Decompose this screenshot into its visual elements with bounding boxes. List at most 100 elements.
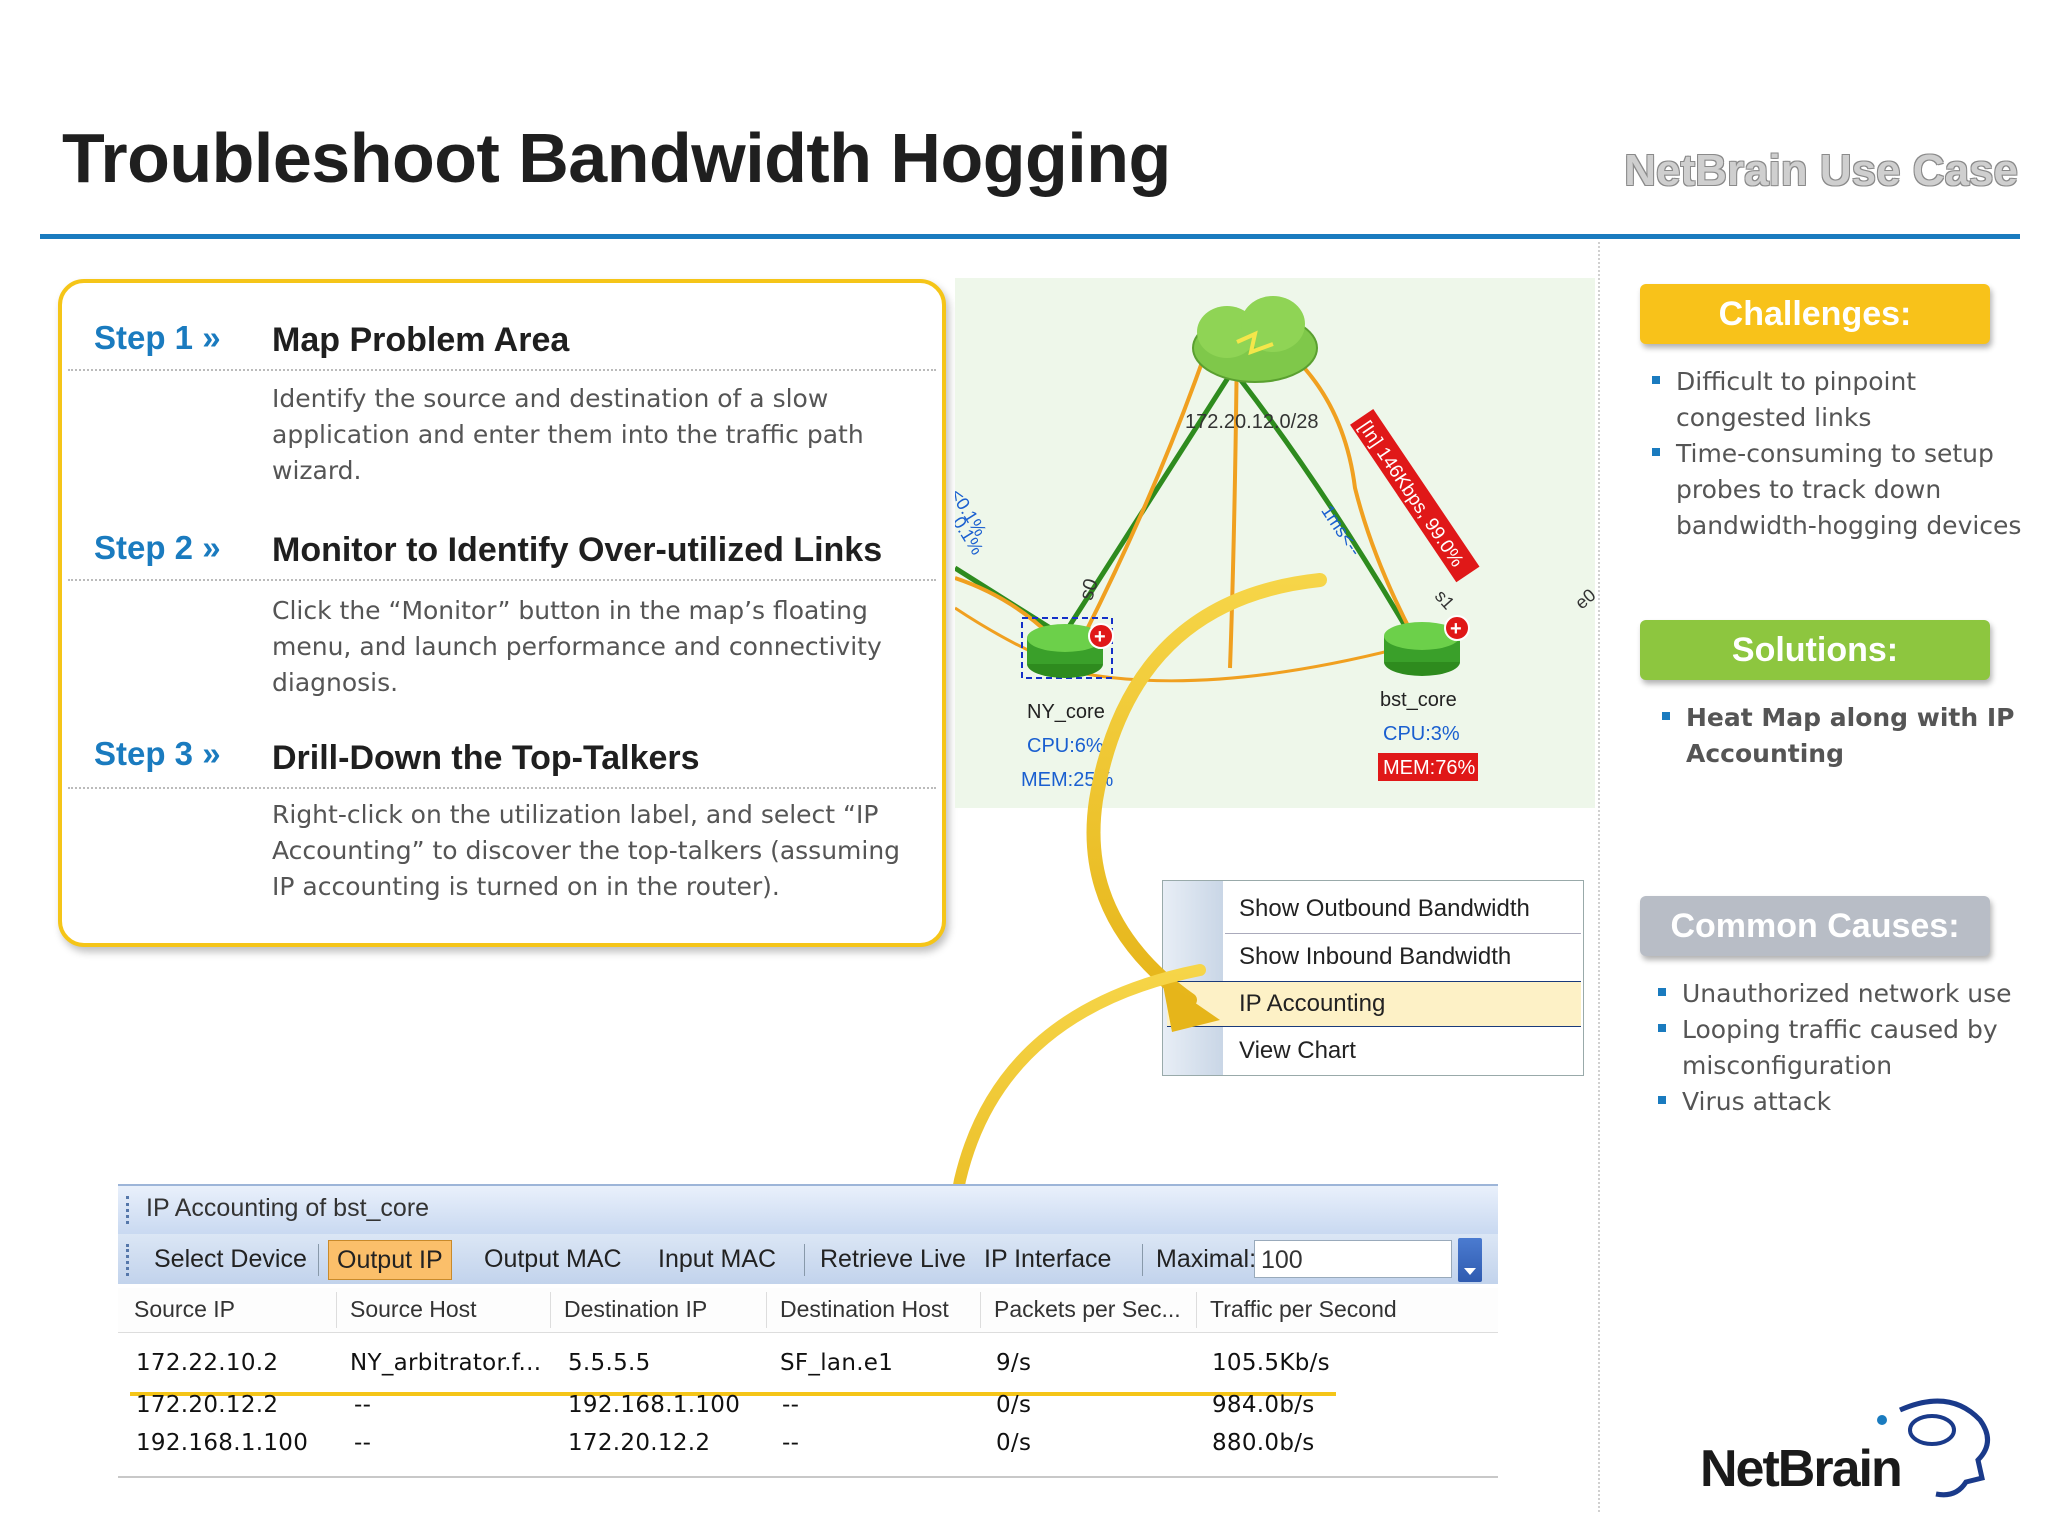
column-divider <box>980 1292 981 1328</box>
step-3-divider <box>68 787 936 789</box>
col-header-destination-host[interactable]: Destination Host <box>780 1296 949 1322</box>
table-row-3-destination-host[interactable]: -- <box>782 1430 800 1456</box>
solutions-header: Solutions: <box>1640 620 1990 680</box>
table-row-2-traffic[interactable]: 984.0b/s <box>1212 1392 1315 1418</box>
solution-1: Heat Map along with IP Accounting <box>1686 703 2015 768</box>
cause-3: Virus attack <box>1682 1087 1832 1116</box>
arrow-map-to-menu <box>1086 573 1327 1007</box>
table-row-3-destination-ip[interactable]: 172.20.12.2 <box>568 1430 711 1456</box>
table-row-2-packets[interactable]: 0/s <box>996 1392 1032 1418</box>
col-header-packets-per-sec[interactable]: Packets per Sec... <box>994 1296 1181 1322</box>
context-menu: Show Outbound Bandwidth Show Inbound Ban… <box>1162 880 1584 1076</box>
menu-item-show-inbound-bandwidth[interactable]: Show Inbound Bandwidth <box>1239 943 1512 970</box>
column-divider <box>336 1292 337 1328</box>
menu-item-highlight <box>1167 981 1581 1027</box>
bst-core-cpu: CPU:3% <box>1383 723 1460 745</box>
page-title: Troubleshoot Bandwidth Hogging <box>62 119 1171 197</box>
common-causes-header: Common Causes: <box>1640 896 1990 956</box>
col-header-traffic-per-second[interactable]: Traffic per Second <box>1210 1296 1397 1322</box>
table-row-1-source-ip[interactable]: 172.22.10.2 <box>136 1350 279 1376</box>
solutions-list: Heat Map along with IP Accounting <box>1660 700 2020 772</box>
table-header: Source IP Source Host Destination IP Des… <box>118 1288 1498 1333</box>
list-item: Difficult to pinpoint congested links <box>1650 364 2030 436</box>
header-divider <box>40 234 2020 239</box>
table-row-1-destination-ip[interactable]: 5.5.5.5 <box>568 1350 651 1376</box>
table-row-3-packets[interactable]: 0/s <box>996 1430 1032 1456</box>
row-highlight-underline <box>130 1392 1336 1396</box>
list-item: Looping traffic caused by misconfigurati… <box>1656 1012 2026 1084</box>
bst-core-router-icon[interactable]: + <box>1384 615 1470 676</box>
table-row-2-destination-host[interactable]: -- <box>782 1392 800 1418</box>
col-header-destination-ip[interactable]: Destination IP <box>564 1296 708 1322</box>
brain-head-icon <box>1898 1398 1990 1498</box>
network-map[interactable]: 172.20.12.0/28 <0.1% 0.1% s0 s1 e0 [In] … <box>955 278 1595 808</box>
menu-item-ip-accounting[interactable]: IP Accounting <box>1239 990 1386 1017</box>
bullet-icon <box>1652 376 1660 384</box>
table-row-1-source-host[interactable]: NY_arbitrator.f... <box>350 1350 542 1376</box>
table-row-1-packets[interactable]: 9/s <box>996 1350 1032 1376</box>
step-1-divider <box>68 369 936 371</box>
maximal-label: Maximal: <box>1156 1245 1257 1273</box>
menu-item-show-outbound-bandwidth[interactable]: Show Outbound Bandwidth <box>1239 895 1530 922</box>
toolbar-separator <box>318 1244 319 1276</box>
bst-core-mem: MEM:76% <box>1383 757 1475 779</box>
step-1-label: Step 1 » <box>94 319 221 356</box>
table-row-3-traffic[interactable]: 880.0b/s <box>1212 1430 1315 1456</box>
challenges-list: Difficult to pinpoint congested links Ti… <box>1650 364 2030 544</box>
svg-text:+: + <box>1450 618 1462 640</box>
link-cloud-bst-util[interactable] <box>1293 356 1427 659</box>
menu-item-view-chart[interactable]: View Chart <box>1239 1037 1356 1064</box>
table-row-3-source-ip[interactable]: 192.168.1.100 <box>136 1430 309 1456</box>
list-item: Virus attack <box>1656 1084 2026 1120</box>
step-3-description: Right-click on the utilization label, an… <box>272 800 901 901</box>
bullet-icon <box>1662 712 1670 720</box>
vertical-divider <box>1598 242 1600 1512</box>
output-mac-button[interactable]: Output MAC <box>484 1245 622 1273</box>
bullet-icon <box>1658 1096 1666 1104</box>
table-row-2-source-host[interactable]: -- <box>354 1392 372 1418</box>
ip-accounting-toolbar: Select Device Output IP Output MAC Input… <box>118 1234 1498 1284</box>
use-case-subtitle: NetBrain Use Case <box>1624 146 2018 195</box>
steps-panel: Step 1 » Map Problem Area Identify the s… <box>58 279 946 947</box>
table-row-2-source-ip[interactable]: 172.20.12.2 <box>136 1392 279 1418</box>
toolbar-overflow-button[interactable] <box>1458 1238 1482 1282</box>
column-divider <box>766 1292 767 1328</box>
maximal-input[interactable]: 100 <box>1254 1240 1452 1278</box>
table-row-3-source-host[interactable]: -- <box>354 1430 372 1456</box>
ny-core-router-icon[interactable]: + <box>1021 617 1114 679</box>
col-header-source-ip[interactable]: Source IP <box>134 1296 235 1322</box>
list-item: Time-consuming to setup probes to track … <box>1650 436 2030 544</box>
link-bottom-util[interactable] <box>955 606 1421 683</box>
ny-core-cpu: CPU:6% <box>1027 735 1104 757</box>
select-device-button[interactable]: Select Device <box>154 1245 307 1273</box>
bst-core-name: bst_core <box>1380 689 1457 711</box>
input-mac-button[interactable]: Input MAC <box>658 1245 777 1273</box>
ip-interface-button[interactable]: IP Interface <box>984 1245 1112 1273</box>
wan-cloud-icon[interactable] <box>1192 296 1318 383</box>
ip-accounting-title: IP Accounting of bst_core <box>146 1194 430 1222</box>
column-divider <box>550 1292 551 1328</box>
challenge-2: Time-consuming to setup probes to track … <box>1676 439 2022 540</box>
bullet-icon <box>1658 988 1666 996</box>
iface-e0-label: e0 <box>1571 585 1595 613</box>
ny-core-mem: MEM:25% <box>1021 769 1113 791</box>
table-row-2-destination-ip[interactable]: 192.168.1.100 <box>568 1392 741 1418</box>
table-row-1-traffic[interactable]: 105.5Kb/s <box>1212 1350 1330 1376</box>
col-header-source-host[interactable]: Source Host <box>350 1296 477 1322</box>
ny-core-name: NY_core <box>1027 701 1105 723</box>
step-2-divider <box>68 579 936 581</box>
bullet-icon <box>1652 448 1660 456</box>
step-3-title: Drill-Down the Top-Talkers <box>272 739 700 777</box>
cloud-subnet-label: 172.20.12.0/28 <box>1185 411 1318 433</box>
output-ip-button[interactable]: Output IP <box>328 1240 452 1280</box>
ip-accounting-titlebar: IP Accounting of bst_core <box>118 1184 1498 1234</box>
step-2-title: Monitor to Identify Over-utilized Links <box>272 531 883 569</box>
table-row-1-destination-host[interactable]: SF_lan.e1 <box>780 1350 894 1376</box>
step-2-label: Step 2 » <box>94 529 221 566</box>
challenges-header: Challenges: <box>1640 284 1990 344</box>
link-cloud-bst[interactable] <box>1231 368 1421 650</box>
toolbar-separator <box>1142 1244 1143 1276</box>
retrieve-live-button[interactable]: Retrieve Live <box>820 1245 966 1273</box>
challenge-1: Difficult to pinpoint congested links <box>1676 367 1917 432</box>
list-item: Heat Map along with IP Accounting <box>1660 700 2020 772</box>
